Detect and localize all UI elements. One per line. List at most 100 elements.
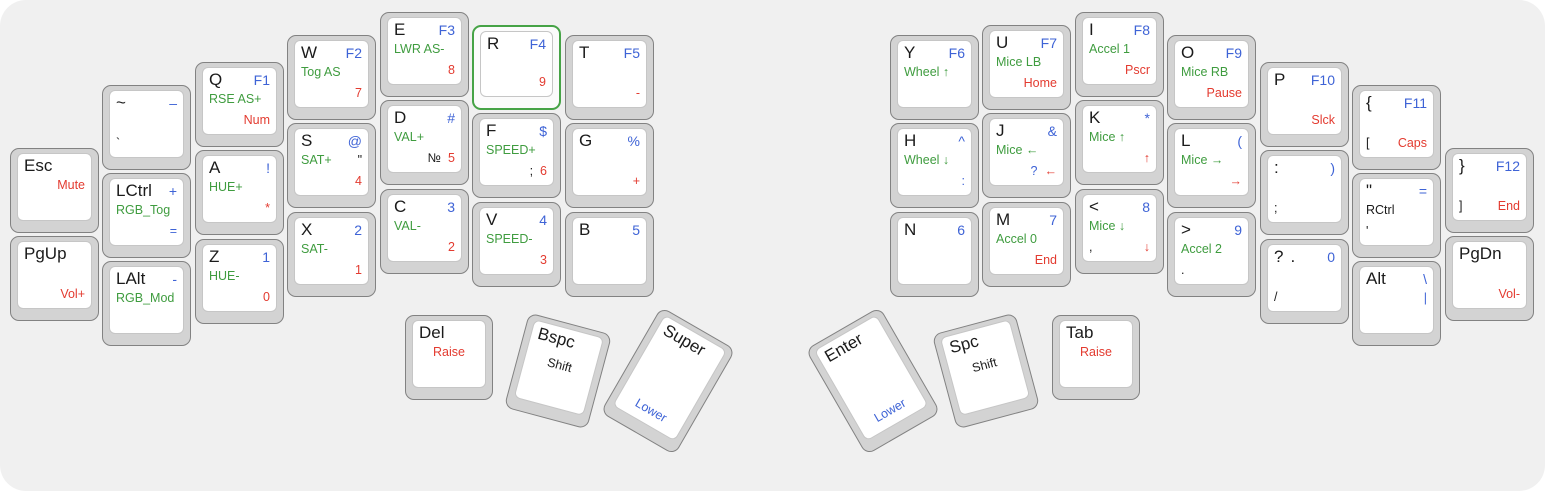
legend-o-tl: O: [1181, 43, 1195, 62]
keycap-face: ?.0/: [1267, 244, 1342, 312]
legend-y-ml-2: Wheel ↑: [904, 64, 950, 79]
keycap-face: L(Mice →→: [1174, 128, 1249, 196]
key-lctrl[interactable]: LCtrl+RGB_Tog=: [102, 173, 191, 258]
legend-o-ml-2: Mice RB: [1181, 64, 1229, 79]
legend-pgdn-br-1: Vol-: [1498, 287, 1520, 301]
key-lalt[interactable]: LAlt-RGB_Mod: [102, 261, 191, 346]
key-h[interactable]: H^Wheel ↓:: [890, 123, 979, 208]
legend-enter-bc-1: Lower: [871, 395, 909, 426]
legend-f-ml-2: SPEED+: [486, 142, 536, 157]
key-quote[interactable]: "=RCtrl': [1352, 173, 1441, 258]
legend-v-tr-1: 4: [539, 212, 547, 228]
legend-lbracket-tl: {: [1366, 93, 1372, 112]
legend-del-mc-1: Raise: [433, 344, 465, 359]
key-question[interactable]: ?.0/: [1260, 239, 1349, 324]
legend-dot-tl: >: [1181, 220, 1191, 239]
legend-lalt-ml-2: RGB_Mod: [116, 290, 175, 305]
legend-h-tl: H: [904, 131, 917, 150]
key-j[interactable]: J&Mice ←?←: [982, 113, 1071, 198]
legend-c-br-3: 2: [448, 240, 455, 254]
keycap-face: ~–`: [109, 90, 184, 158]
legend-r-br-2: 9: [539, 75, 546, 89]
key-f[interactable]: F$SPEED+;6: [472, 113, 561, 198]
key-k[interactable]: K*Mice ↑↑: [1075, 100, 1164, 185]
legend-lbracket-tr-1: F11: [1403, 95, 1427, 111]
legend-m-tl: M: [996, 210, 1011, 229]
legend-p-tr-1: F10: [1310, 72, 1335, 88]
legend-g-br-2: +: [632, 174, 640, 188]
key-g[interactable]: G%+: [565, 123, 654, 208]
keycap-face: A!HUE+*: [202, 155, 277, 223]
legend-i-ml-2: Accel 1: [1089, 41, 1130, 56]
key-l[interactable]: L(Mice →→: [1167, 123, 1256, 208]
legend-comma-bl-3: ,: [1089, 240, 1093, 254]
legend-ralt-tr-1: \: [1423, 271, 1427, 287]
key-lbracket[interactable]: {F11[Caps: [1352, 85, 1441, 170]
legend-lctrl-tr-1: +: [168, 183, 177, 199]
legend-w-br-3: 7: [355, 86, 362, 100]
legend-k-br-3: ↑: [1143, 151, 1150, 165]
legend-lalt-tl: LAlt: [116, 269, 146, 288]
legend-del-tl: Del: [419, 323, 445, 342]
key-colon[interactable]: :);: [1260, 150, 1349, 235]
legend-p-br-2: Slck: [1311, 113, 1335, 127]
legend-tab-mc-1: Raise: [1080, 344, 1112, 359]
legend-s-tl: S: [301, 131, 313, 150]
key-rbracket[interactable]: }F12]End: [1445, 148, 1534, 233]
key-ralt[interactable]: Alt\|: [1352, 261, 1441, 346]
legend-rbracket-tr-1: F12: [1495, 158, 1520, 174]
legend-f-tr-1: $: [539, 123, 547, 139]
legend-l-tr-1: (: [1237, 133, 1242, 149]
legend-z-ml-2: HUE-: [209, 268, 240, 283]
legend-lctrl-ml-2: RGB_Tog: [116, 202, 171, 217]
legend-p-tl: P: [1274, 70, 1286, 89]
key-grave[interactable]: ~–`: [102, 85, 191, 170]
legend-q-ml-2: RSE AS+: [209, 91, 262, 106]
key-s[interactable]: S@SAT+"4: [287, 123, 376, 208]
legend-esc-tl: Esc: [24, 156, 53, 175]
legend-lctrl-tl: LCtrl: [116, 181, 152, 200]
key-a[interactable]: A!HUE+*: [195, 150, 284, 235]
legend-c-tr-1: 3: [447, 199, 455, 215]
keycap-face: H^Wheel ↓:: [897, 128, 972, 196]
